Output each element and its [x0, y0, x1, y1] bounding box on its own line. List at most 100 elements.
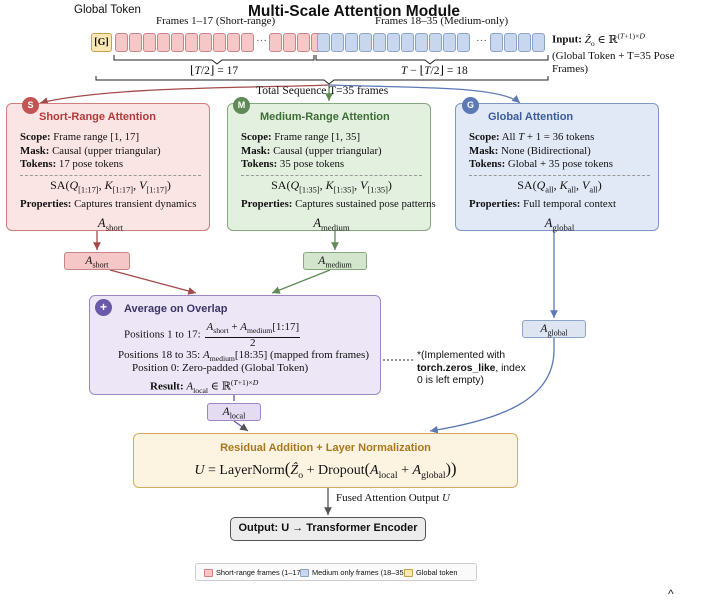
- legend: Short-range frames (1–17) Medium only fr…: [195, 563, 477, 581]
- note-code: torch.zeros_like: [417, 362, 496, 374]
- short-formula: SA(Q[1:17], K[1:17], V[1:17]): [50, 177, 171, 194]
- short-props-label: Properties:: [20, 198, 72, 211]
- avg-row-2: Positions 18 to 35: Amedium[18:35] (mapp…: [118, 349, 370, 364]
- medium-scope-label: Scope:: [241, 131, 272, 143]
- short-frame-token: [241, 33, 254, 52]
- a-global-label: Aglobal: [522, 320, 586, 338]
- global-tokens: Global + 35 pose tokens: [507, 158, 613, 170]
- short-range-panel: Short-Range Attention Scope: Frame range…: [6, 103, 210, 232]
- medium-frame-token: [490, 33, 503, 52]
- residual-layernorm-box: Residual Addition + Layer Normalization …: [133, 433, 518, 488]
- short-ellipsis: ···: [256, 35, 267, 47]
- short-panel-title: Short-Range Attention: [39, 111, 156, 123]
- medium-frame-token: [415, 33, 428, 52]
- arrow-local-to-res: [233, 420, 249, 432]
- global-mask-label: Mask:: [469, 144, 499, 157]
- medium-frame-token: [443, 33, 456, 52]
- medium-tokens-label: Tokens:: [241, 158, 278, 170]
- global-tokens-label: Tokens:: [469, 158, 506, 170]
- average-overlap-box: Average on Overlap Positions 1 to 17: As…: [89, 295, 381, 395]
- medium-frame-token: [401, 33, 414, 52]
- global-token-label: Global Token: [74, 4, 141, 16]
- short-mask: Causal (upper triangular): [52, 144, 161, 157]
- short-frame-token: [157, 33, 170, 52]
- medium-frame-token: [518, 33, 531, 52]
- a-medium-label: Amedium: [303, 252, 367, 270]
- legend-item-medium: Medium only frames (18–35): [300, 568, 406, 578]
- medium-frame-token: [331, 33, 344, 52]
- arrow-short-to-avg: [109, 269, 197, 295]
- short-tokens: 17 pose tokens: [58, 158, 124, 170]
- short-frame-token: [283, 33, 296, 52]
- medium-tokens: 35 pose tokens: [279, 158, 345, 170]
- legend-swatch-short: [204, 569, 213, 578]
- average-title: Average on Overlap: [124, 303, 228, 315]
- global-output: Aglobal: [544, 215, 575, 233]
- medium-mask-label: Mask:: [241, 144, 271, 157]
- output-box: Output: U → Transformer Encoder: [230, 517, 426, 541]
- short-frame-token: [199, 33, 212, 52]
- medium-formula: SA(Q[1:35], K[1:35], V[1:35]): [271, 177, 392, 194]
- short-mask-label: Mask:: [20, 144, 50, 157]
- caret-icon: ^: [668, 587, 674, 601]
- note-line-2: , index: [495, 362, 526, 374]
- global-props: Full temporal context: [523, 198, 617, 211]
- input-formula: Ẑo ∈ ℝ(T+1)×D: [584, 31, 645, 48]
- short-badge: S: [22, 97, 39, 114]
- input-note: Input: Ẑo ∈ ℝ(T+1)×D (Global Token + T=3…: [552, 29, 708, 76]
- medium-brace: [315, 55, 549, 65]
- legend-item-short: Short-range frames (1–17): [204, 568, 303, 578]
- medium-frame-token: [504, 33, 517, 52]
- avg-row1-label: Positions 1 to 17:: [124, 328, 201, 341]
- arrow-to-global: [328, 84, 521, 104]
- global-panel-title: Global Attention: [488, 111, 574, 123]
- medium-props: Captures sustained pose patterns: [295, 198, 436, 211]
- total-brace: [95, 76, 549, 85]
- medium-frame-token: [317, 33, 330, 52]
- short-frame-token: [297, 33, 310, 52]
- global-mask: None (Bidirectional): [501, 144, 591, 157]
- short-frame-token: [227, 33, 240, 52]
- medium-range-label: Frames 18–35 (Medium-only): [375, 15, 509, 27]
- medium-frame-token: [359, 33, 372, 52]
- avg-row-1: Positions 1 to 17: Ashort + Amedium[1:17…: [124, 321, 301, 350]
- medium-frame-token: [457, 33, 470, 52]
- avg-row2-label: Positions 18 to 35:: [118, 349, 201, 361]
- global-token: [G]: [91, 33, 112, 52]
- global-badge: G: [462, 97, 479, 114]
- medium-mask: Causal (upper triangular): [273, 144, 382, 157]
- medium-frame-token: [387, 33, 400, 52]
- medium-range-panel: Medium-Range Attention Scope: Frame rang…: [227, 103, 436, 232]
- fused-output-label: Fused Attention Output U: [336, 492, 450, 504]
- global-panel: Global Attention Scope: All T + 1 = 36 t…: [455, 103, 659, 232]
- short-props: Captures transient dynamics: [74, 198, 197, 211]
- short-tokens-label: Tokens:: [20, 158, 57, 170]
- avg-row1-fraction: Ashort + Amedium[1:17] 2: [205, 321, 301, 350]
- avg-result-label: Result:: [150, 380, 184, 393]
- short-brace: [113, 55, 315, 65]
- avg-row2-note: (mapped from frames): [270, 349, 370, 361]
- input-subnote: (Global Token + T=35 Pose Frames): [552, 49, 675, 75]
- diagram-title: Multi-Scale Attention Module: [247, 3, 461, 20]
- medium-props-label: Properties:: [241, 198, 293, 211]
- a-short-label: Ashort: [64, 252, 130, 270]
- note-line-1: *(Implemented with: [417, 350, 506, 361]
- remainder-label: T − ⌊T/2⌋ = 18: [401, 65, 468, 77]
- short-frame-token: [115, 33, 128, 52]
- short-output: Ashort: [97, 215, 124, 233]
- legend-swatch-global: [404, 569, 413, 578]
- global-formula: SA(Qall, Kall, Vall): [517, 177, 602, 194]
- implementation-note: *(Implemented with torch.zeros_like, ind…: [417, 350, 526, 388]
- global-props-label: Properties:: [469, 198, 521, 211]
- arrow-to-short: [39, 84, 330, 105]
- residual-equation: U = LayerNorm(Ẑo + Dropout(Alocal + Aglo…: [194, 459, 457, 481]
- global-scope: All T + 1 = 36 tokens: [501, 131, 595, 143]
- input-prefix: Input:: [552, 33, 582, 46]
- residual-title: Residual Addition + Layer Normalization: [220, 442, 431, 454]
- short-range-label: Frames 1–17 (Short-range): [156, 15, 276, 27]
- short-frame-token: [213, 33, 226, 52]
- short-frame-token: [269, 33, 282, 52]
- note-line-3: 0 is left empty): [417, 375, 484, 386]
- short-frame-token: [185, 33, 198, 52]
